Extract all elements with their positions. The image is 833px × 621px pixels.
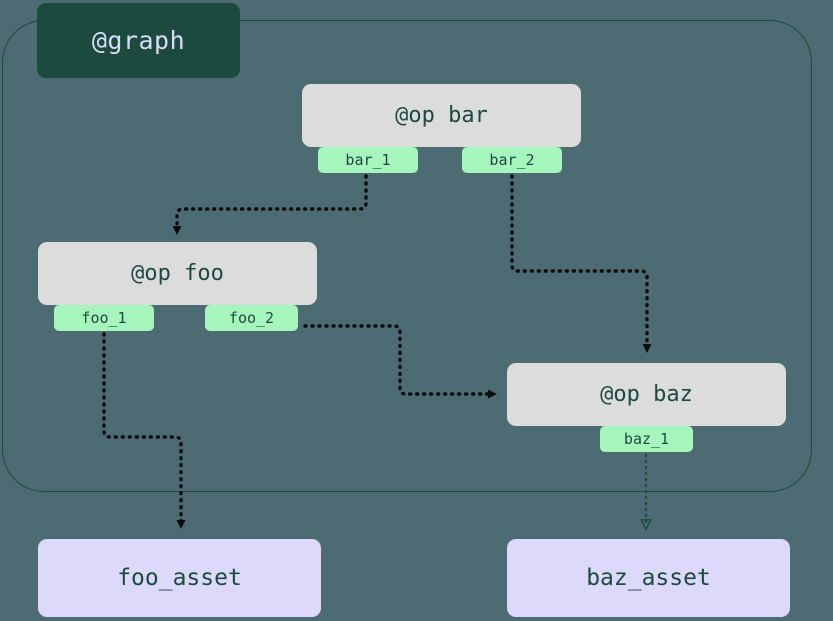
op-node-bar-ports: bar_1 bar_2 (302, 147, 581, 173)
graph-label-text: @graph (91, 26, 186, 55)
op-node-foo-body: @op foo (38, 242, 317, 305)
op-node-baz[interactable]: @op baz baz_1 (507, 363, 786, 452)
asset-node-foo-asset-label: foo_asset (117, 565, 242, 591)
op-node-foo-title: @op foo (131, 261, 224, 286)
op-node-baz-title: @op baz (600, 382, 693, 407)
port-baz-1-label: baz_1 (623, 430, 670, 448)
port-foo-2[interactable]: foo_2 (205, 305, 298, 331)
op-node-bar-body: @op bar (302, 84, 581, 147)
asset-node-foo-asset[interactable]: foo_asset (38, 539, 321, 617)
op-node-bar[interactable]: @op bar bar_1 bar_2 (302, 84, 581, 173)
op-node-foo-ports: foo_1 foo_2 (38, 305, 317, 331)
asset-node-baz-asset-label: baz_asset (586, 565, 711, 591)
port-baz-1[interactable]: baz_1 (600, 426, 693, 452)
graph-container (2, 20, 812, 492)
port-bar-2[interactable]: bar_2 (462, 147, 562, 173)
port-bar-1[interactable]: bar_1 (318, 147, 418, 173)
port-bar-2-label: bar_2 (489, 151, 535, 169)
op-node-baz-body: @op baz (507, 363, 786, 426)
asset-node-baz-asset[interactable]: baz_asset (507, 539, 790, 617)
op-node-bar-title: @op bar (395, 103, 488, 128)
op-node-foo[interactable]: @op foo foo_1 foo_2 (38, 242, 317, 331)
port-foo-1[interactable]: foo_1 (54, 305, 154, 331)
graph-label: @graph (37, 3, 240, 78)
port-foo-1-label: foo_1 (81, 309, 127, 327)
op-node-baz-ports: baz_1 (507, 426, 786, 452)
port-foo-2-label: foo_2 (228, 309, 275, 327)
port-bar-1-label: bar_1 (345, 151, 391, 169)
